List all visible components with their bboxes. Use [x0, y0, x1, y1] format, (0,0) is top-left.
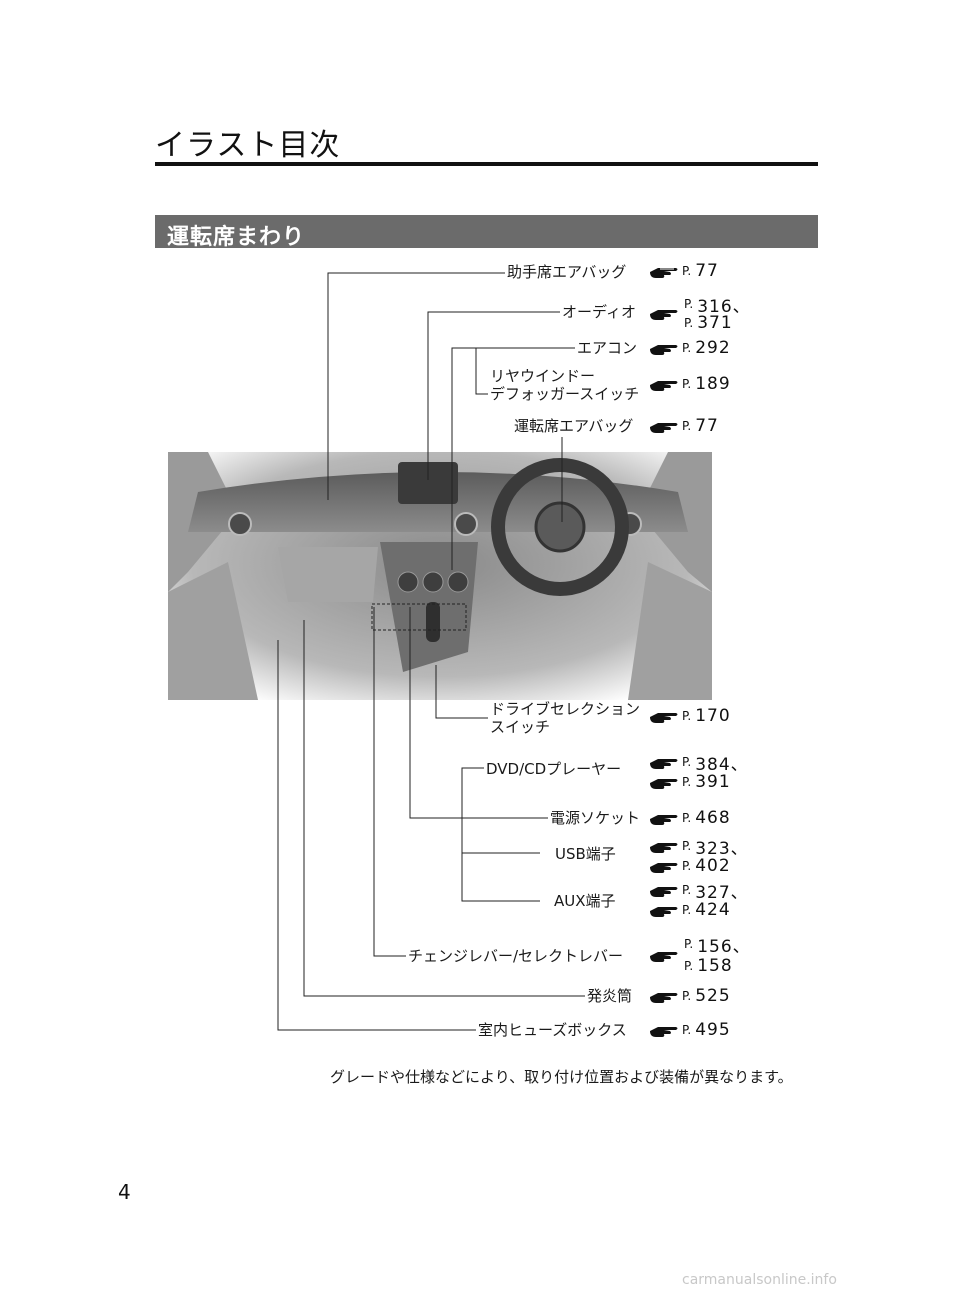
section-header: 運転席まわり: [155, 215, 818, 250]
page-number-ref: 170: [695, 706, 731, 726]
page-prefix: P.: [682, 709, 692, 723]
callout-label: 室内ヒューズボックス: [476, 1021, 629, 1039]
page-reference: P.525: [648, 986, 778, 1026]
page-number-ref: 468: [695, 808, 731, 828]
page-title: イラスト目次: [155, 128, 341, 163]
pointing-hand-icon: [650, 907, 678, 917]
pointing-hand-icon: [650, 1027, 678, 1037]
page-prefix: P.: [684, 316, 694, 330]
page-prefix: P.: [682, 1023, 692, 1037]
pointing-hand-icon: [650, 713, 678, 723]
page-prefix: P.: [682, 377, 692, 391]
page-prefix: P.: [682, 419, 692, 433]
page-number-ref: 424: [695, 900, 731, 920]
footnote: グレードや仕様などにより、取り付け位置および装備が異なります。: [330, 1068, 793, 1086]
page-number-ref: 495: [695, 1020, 731, 1040]
page-number-ref: 384、: [695, 754, 749, 775]
pointing-hand-icon: [650, 759, 678, 769]
pointing-hand-icon: [650, 993, 678, 1003]
page-prefix: P.: [682, 811, 692, 825]
title-rule: [155, 162, 818, 166]
page-prefix: P.: [682, 859, 692, 873]
page-prefix: P.: [684, 959, 694, 973]
callout-label: リヤウインドー デフォッガースイッチ: [488, 367, 642, 403]
watermark: carmanualsonline.info: [682, 1272, 837, 1288]
pointing-hand-icon: [650, 345, 678, 355]
page-reference: P.292: [648, 338, 778, 378]
page-reference: P.316、 P.371: [648, 294, 778, 334]
pointing-hand-icon: [650, 815, 678, 825]
callout-label: DVD/CDプレーヤー: [484, 760, 624, 778]
pointing-hand-icon: [650, 310, 678, 320]
pointing-hand-icon: [650, 423, 678, 433]
pointing-hand-icon: [650, 887, 678, 897]
page-prefix: P.: [682, 839, 692, 853]
page-prefix: P.: [682, 989, 692, 1003]
page-reference: P.189: [648, 374, 778, 414]
page-prefix: P.: [682, 903, 692, 917]
pointing-hand-icon: [650, 779, 678, 789]
page-reference: P.170: [648, 706, 778, 746]
page-number-ref: 156、: [697, 936, 751, 957]
callout-label: エアコン: [575, 339, 640, 357]
callout-label: 助手席エアバッグ: [505, 263, 629, 281]
page-number-ref: 292: [695, 338, 731, 358]
page-prefix: P.: [682, 883, 692, 897]
callout-label: AUX端子: [552, 892, 618, 910]
callout-label: 電源ソケット: [548, 809, 643, 827]
page-reference: P.468: [648, 808, 778, 848]
page-number-ref: 402: [695, 856, 731, 876]
callout-label: USB端子: [553, 845, 618, 863]
page-number-ref: 77: [695, 416, 719, 436]
page-prefix: P.: [682, 264, 692, 278]
callout-label: 発炎筒: [585, 987, 635, 1005]
pointing-hand-icon: [650, 863, 678, 873]
page-prefix: P.: [682, 755, 692, 769]
section-title: 運転席まわり: [167, 225, 306, 250]
callout-label: チェンジレバー/セレクトレバー: [406, 947, 626, 965]
page-reference: P.323、 P.402: [648, 836, 778, 876]
page-number-ref: 327、: [695, 882, 749, 903]
pointing-hand-icon: [650, 268, 678, 278]
pointing-hand-icon: [650, 952, 678, 962]
page-prefix: P.: [682, 341, 692, 355]
callout-label: 運転席エアバッグ: [512, 417, 636, 435]
page-number-ref: 371: [697, 313, 733, 333]
page-reference: P.384、 P.391: [648, 752, 778, 792]
page-number-ref: 189: [695, 374, 731, 394]
page-number-ref: 158: [697, 956, 733, 976]
page-number-ref: 391: [695, 772, 731, 792]
page-number-ref: 316、: [697, 296, 751, 317]
page-reference: P.327、 P.424: [648, 880, 778, 920]
callout-label: オーディオ: [560, 303, 638, 321]
page-prefix: P.: [684, 937, 694, 951]
pointing-hand-icon: [650, 843, 678, 853]
page-reference: P.495: [648, 1020, 778, 1060]
page-number-ref: 323、: [695, 838, 749, 859]
page-reference: P.77: [648, 261, 778, 301]
page-number-ref: 77: [695, 261, 719, 281]
page-number: 4: [118, 1180, 131, 1204]
pointing-hand-icon: [650, 381, 678, 391]
page-reference: P.77: [648, 416, 778, 456]
page-number-ref: 525: [695, 986, 731, 1006]
dashboard-illustration: [168, 452, 712, 700]
page-prefix: P.: [682, 775, 692, 789]
page-prefix: P.: [684, 297, 694, 311]
callout-label: ドライブセレクション スイッチ: [488, 700, 643, 736]
page-reference: P.156、 P.158: [648, 934, 778, 976]
